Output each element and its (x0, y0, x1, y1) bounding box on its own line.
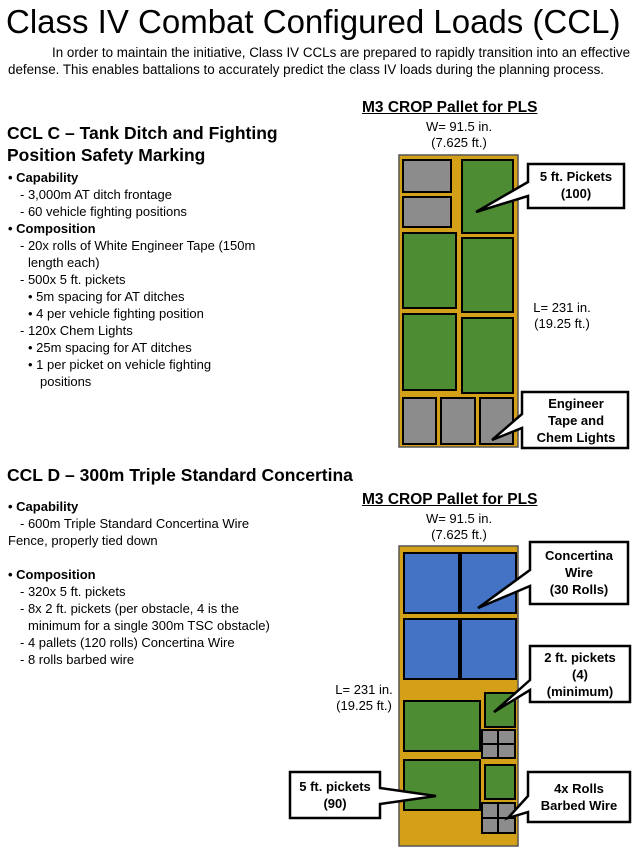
ccl-d-composition-label: • Composition (8, 567, 96, 582)
ccl-c-item: length each) (28, 255, 100, 270)
ccl-c-subitem: • 1 per picket on vehicle fighting (28, 357, 212, 372)
ccl-c-picket-bundle (402, 232, 457, 309)
ccl-c-length-dimension: L= 231 in. (19.25 ft.) (522, 300, 602, 332)
ccl-d-list: • Capability - 600m Triple Standard Conc… (8, 498, 308, 668)
ccl-d-5ft-callout-line2: (90) (323, 796, 347, 811)
ccl-d-item: - 8 rolls barbed wire (20, 652, 135, 667)
ccl-c-pickets-callout-line2: (100) (560, 186, 592, 201)
ccl-c-tape-box (440, 397, 476, 445)
ccl-c-list: • Capability - 3,000m AT ditch frontage … (8, 169, 298, 390)
ccl-c-picket-bundle (402, 313, 457, 391)
ccl-c-item: - 500x 5 ft. pickets (20, 272, 126, 287)
ccl-c-tape-callout-line3: Chem Lights (536, 430, 616, 445)
ccl-c-picket-bundle (461, 237, 514, 313)
ccl-c-capability-label: • Capability (8, 170, 79, 185)
ccl-c-subitem: positions (40, 374, 92, 389)
ccl-c-gray-box (402, 159, 452, 193)
ccl-d-width-line2: (7.625 ft.) (431, 527, 487, 542)
ccl-c-tape-box (479, 397, 514, 445)
ccl-d-width-line1: W= 91.5 in. (425, 511, 493, 526)
ccl-d-barbed-callout-box (504, 770, 632, 824)
ccl-c-heading-line1: CCL C – Tank Ditch and Fighting (7, 123, 278, 143)
ccl-d-barbed-callout-line2: Barbed Wire (540, 798, 618, 813)
ccl-d-concertina-pallet (403, 618, 460, 680)
intro-paragraph: In order to maintain the initiative, Cla… (8, 45, 631, 77)
ccl-d-2ft-callout-box (493, 644, 632, 714)
ccl-d-concertina-callout-line2: Wire (564, 565, 594, 580)
ccl-d-2ft-callout: 2 ft. pickets (4) (minimum) (530, 649, 630, 700)
ccl-c-subitem: • 25m spacing for AT ditches (28, 340, 192, 355)
ccl-c-tape-callout-line1: Engineer (548, 396, 604, 411)
ccl-d-length-line2: (19.25 ft.) (336, 698, 392, 713)
ccl-c-length-line2: (19.25 ft.) (534, 316, 590, 331)
ccl-c-tape-callout-line2: Tape and (547, 413, 605, 428)
ccl-c-heading-line2: Position Safety Marking (7, 145, 206, 165)
ccl-d-5ft-picket-bundle (403, 759, 481, 811)
ccl-c-pickets-callout: 5 ft. Pickets (100) (528, 168, 624, 202)
ccl-c-width-line2: (7.625 ft.) (431, 135, 487, 150)
ccl-d-2ft-picket-bundle (484, 764, 516, 800)
ccl-c-pickets-callout-line1: 5 ft. Pickets (539, 169, 613, 184)
ccl-d-2ft-callout-line2: (4) (572, 667, 588, 682)
ccl-d-pallet-title: M3 CROP Pallet for PLS (362, 491, 538, 508)
ccl-d-concertina-pallet (460, 618, 517, 680)
ccl-c-picket-bundle (461, 317, 514, 394)
ccl-d-item: - 320x 5 ft. pickets (20, 584, 126, 599)
ccl-d-capability-label: • Capability (8, 499, 79, 514)
ccl-c-length-line1: L= 231 in. (533, 300, 591, 315)
ccl-d-2ft-callout-line3: (minimum) (546, 684, 614, 699)
ccl-c-tape-callout: Engineer Tape and Chem Lights (524, 395, 628, 446)
ccl-c-width-line1: W= 91.5 in. (425, 119, 493, 134)
ccl-c-subitem: • 4 per vehicle fighting position (28, 306, 204, 321)
page-title: Class IV Combat Configured Loads (CCL) (6, 3, 621, 40)
ccl-c-heading: CCL C – Tank Ditch and Fighting Position… (7, 122, 278, 166)
ccl-d-concertina-callout-line3: (30 Rolls) (549, 582, 609, 597)
ccl-c-tape-callout-box (491, 390, 630, 450)
ccl-d-concertina-pallet (403, 552, 460, 614)
ccl-d-2ft-callout-line1: 2 ft. pickets (544, 650, 616, 665)
ccl-d-concertina-callout-box (477, 540, 630, 610)
ccl-d-concertina-callout-line1: Concertina (545, 548, 613, 563)
ccl-c-subitem: • 5m spacing for AT ditches (28, 289, 185, 304)
ccl-d-barbed-callout: 4x Rolls Barbed Wire (528, 780, 630, 814)
ccl-d-5ft-picket-bundle (403, 700, 481, 752)
ccl-c-item: - 3,000m AT ditch frontage (20, 187, 172, 202)
ccl-d-5ft-callout-box (288, 770, 437, 820)
ccl-c-item: - 60 vehicle fighting positions (20, 204, 187, 219)
ccl-c-composition-label: • Composition (8, 221, 96, 236)
ccl-d-2ft-picket-bundle (484, 692, 516, 728)
ccl-c-pallet-title: M3 CROP Pallet for PLS (362, 99, 538, 116)
ccl-d-concertina-callout: Concertina Wire (30 Rolls) (530, 547, 628, 598)
ccl-c-tape-box (402, 397, 437, 445)
ccl-d-width-dimension: W= 91.5 in. (7.625 ft.) (404, 511, 514, 543)
ccl-d-heading: CCL D – 300m Triple Standard Concertina (7, 465, 353, 485)
ccl-c-width-dimension: W= 91.5 in. (7.625 ft.) (404, 119, 514, 151)
ccl-d-5ft-callout: 5 ft. pickets (90) (290, 778, 380, 812)
ccl-d-item: - 600m Triple Standard Concertina Wire (20, 516, 250, 531)
ccl-d-length-line1: L= 231 in. (335, 682, 393, 697)
ccl-d-item: Fence, properly tied down (8, 533, 158, 548)
ccl-d-5ft-callout-line1: 5 ft. pickets (299, 779, 371, 794)
ccl-c-pickets-callout-box (475, 162, 626, 214)
ccl-d-item: - 4 pallets (120 rolls) Concertina Wire (20, 635, 235, 650)
ccl-c-item: - 20x rolls of White Engineer Tape (150m (20, 238, 256, 253)
ccl-c-item: - 120x Chem Lights (20, 323, 133, 338)
ccl-c-gray-box (402, 196, 452, 228)
ccl-d-length-dimension: L= 231 in. (19.25 ft.) (324, 682, 404, 714)
ccl-d-barbed-callout-line1: 4x Rolls (554, 781, 604, 796)
ccl-d-item: - 8x 2 ft. pickets (per obstacle, 4 is t… (20, 601, 239, 616)
ccl-d-item: minimum for a single 300m TSC obstacle) (28, 618, 270, 633)
